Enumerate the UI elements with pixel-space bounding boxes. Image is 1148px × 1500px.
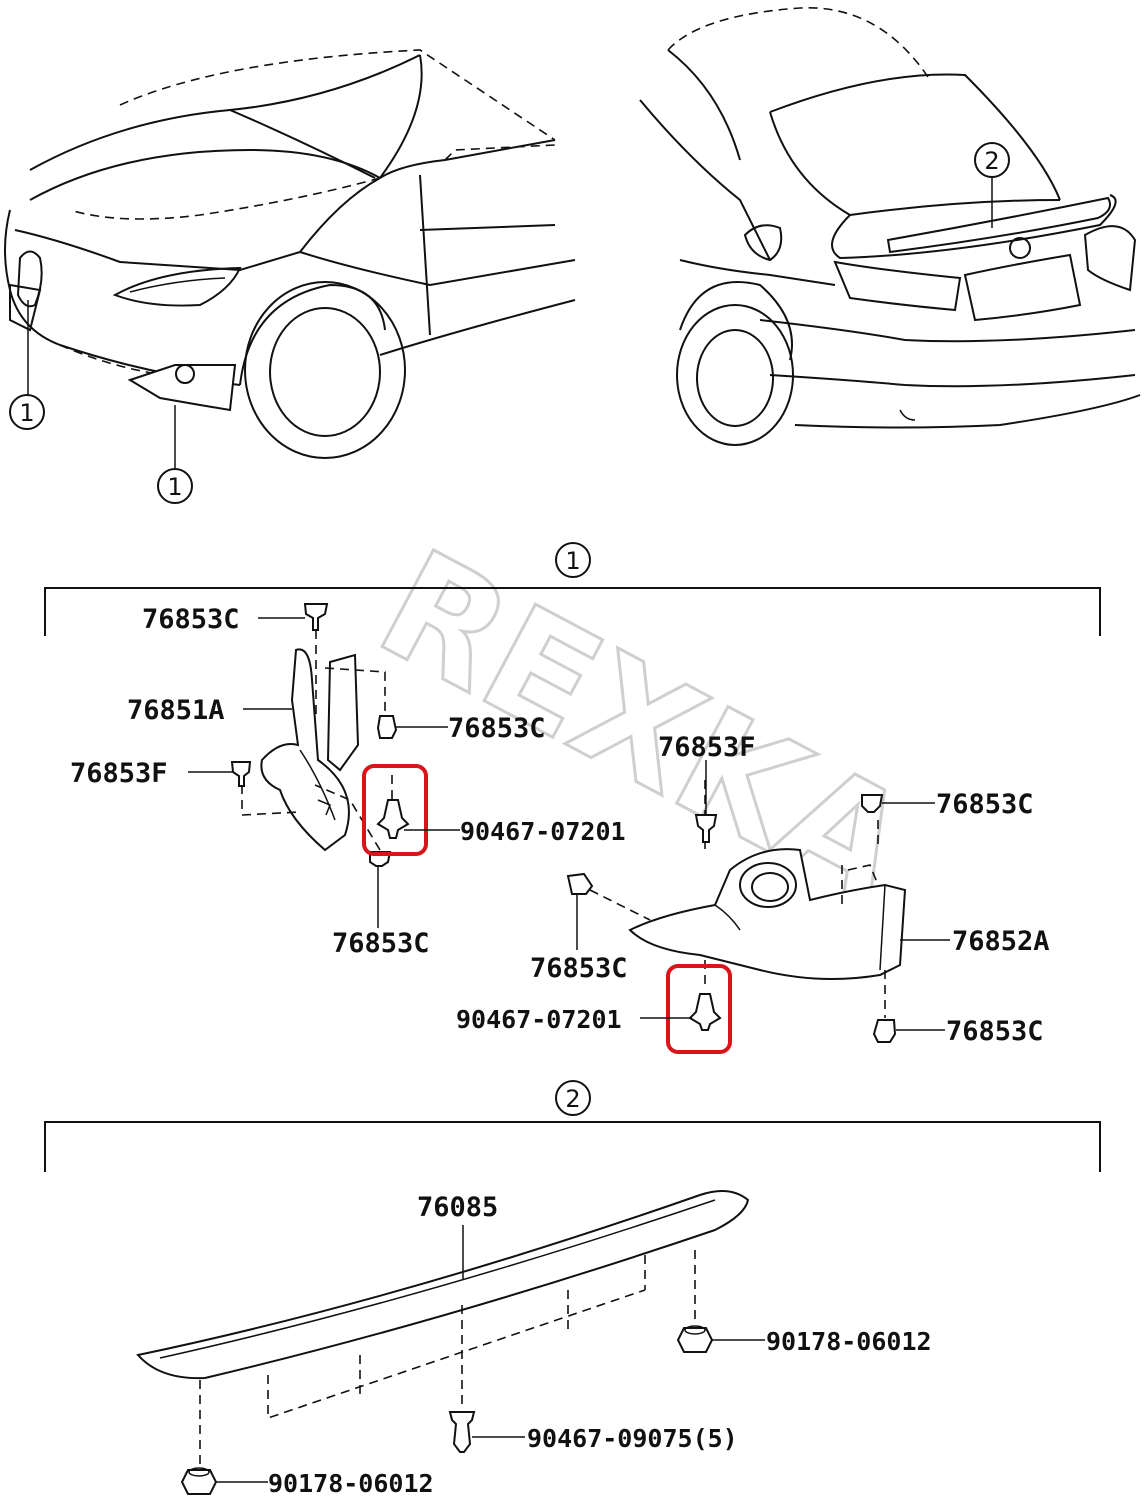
label-left-clip-highlight: 90467-07201 [460, 817, 626, 846]
clip-left-highlight [376, 799, 410, 839]
label-left-bracket: 76851A [127, 695, 225, 726]
label-left-mid-clip: 76853C [448, 713, 546, 744]
pin-right [694, 814, 718, 843]
callout-rear-spoiler: 2 [974, 142, 1010, 178]
section-one-number: 1 [565, 547, 580, 575]
label-left-bottom-clip: 76853C [332, 928, 430, 959]
callout-front-lower: 1 [157, 468, 193, 504]
label-right-clip-highlight: 90467-07201 [456, 1005, 622, 1034]
left-bracket-part [260, 648, 360, 852]
front-car-view [4, 49, 576, 468]
spoiler-part [136, 1190, 750, 1380]
clip-center [448, 1411, 476, 1453]
clip-right-mid [566, 872, 594, 895]
clip-right-bottom [872, 1019, 897, 1043]
clip-right-top [861, 794, 884, 813]
rear-car-view [639, 7, 1141, 446]
watermark-text: REXKA [353, 518, 934, 937]
callout-front-left-text: 1 [19, 399, 34, 427]
clip-left-mid [376, 715, 398, 739]
label-right-mid-clip: 76853C [530, 953, 628, 984]
label-spoiler: 76085 [417, 1192, 498, 1223]
callout-front-lower-text: 1 [167, 473, 182, 501]
callout-rear-spoiler-text: 2 [984, 147, 999, 175]
section-two-header: 2 [44, 1080, 1101, 1172]
highlight-right-clip [666, 964, 732, 1054]
label-right-bracket: 76852A [952, 926, 1050, 957]
label-right-pin: 76853F [658, 732, 756, 763]
highlight-left-clip [362, 764, 428, 856]
right-bracket-part [628, 848, 907, 980]
label-right-top-clip: 76853C [936, 789, 1034, 820]
label-right-bottom-clip: 76853C [946, 1016, 1044, 1047]
nut-left [180, 1467, 218, 1495]
label-top-clip: 76853C [142, 604, 240, 635]
label-nut-right: 90178-06012 [766, 1327, 932, 1356]
label-clip-center: 90467-09075(5) [527, 1424, 738, 1453]
label-left-pin: 76853F [70, 758, 168, 789]
watermark: REXKA [352, 517, 936, 939]
pin-left [230, 761, 252, 787]
clip-top-left [303, 603, 329, 631]
section-one-header: 1 [44, 542, 1101, 636]
clip-right-highlight [688, 993, 722, 1031]
callout-front-left: 1 [9, 394, 45, 430]
section-two-number: 2 [565, 1085, 580, 1113]
nut-right [676, 1325, 714, 1353]
label-nut-left: 90178-06012 [268, 1469, 434, 1498]
